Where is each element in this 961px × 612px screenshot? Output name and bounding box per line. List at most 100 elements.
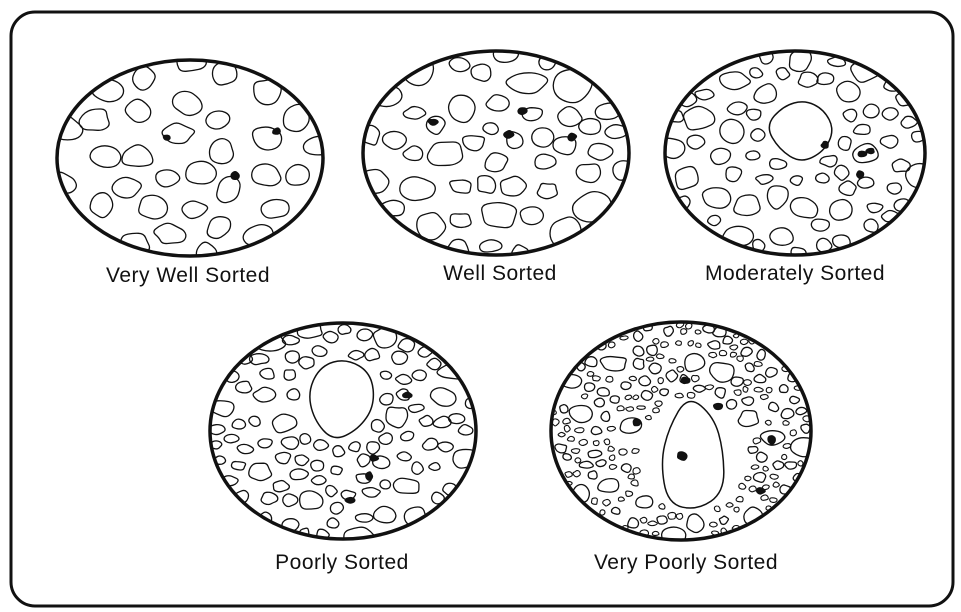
grain xyxy=(610,396,619,403)
grain xyxy=(677,367,684,373)
grain xyxy=(880,135,898,148)
sample-moderately-sorted xyxy=(658,48,936,258)
grain xyxy=(757,349,765,360)
grain xyxy=(594,398,604,407)
grain xyxy=(450,214,471,228)
grain xyxy=(412,370,426,381)
grain xyxy=(520,207,543,225)
grain xyxy=(608,342,615,348)
grain xyxy=(558,107,582,127)
grain xyxy=(575,458,581,463)
grain xyxy=(621,464,631,473)
grain xyxy=(427,358,441,369)
grain xyxy=(696,343,701,347)
grain xyxy=(790,396,800,403)
grain xyxy=(734,390,741,396)
grain xyxy=(217,176,240,202)
grain xyxy=(348,351,364,360)
grain xyxy=(843,109,857,122)
grain xyxy=(720,119,744,143)
grain xyxy=(619,449,627,455)
grain xyxy=(830,200,853,221)
grain xyxy=(726,503,733,507)
grain xyxy=(705,385,714,390)
grain xyxy=(295,455,309,466)
grain xyxy=(579,461,593,468)
grain xyxy=(327,518,339,528)
grain xyxy=(338,325,351,335)
grain xyxy=(224,434,239,442)
grain xyxy=(573,192,612,222)
grain xyxy=(252,164,281,186)
grain xyxy=(323,331,338,342)
grain xyxy=(708,341,720,349)
grain xyxy=(723,336,733,344)
grain xyxy=(412,462,424,474)
grain xyxy=(887,183,901,194)
grain xyxy=(702,188,730,209)
grain xyxy=(661,342,669,348)
grain xyxy=(597,388,609,396)
grain xyxy=(739,483,746,489)
grain xyxy=(588,143,613,160)
grain xyxy=(603,499,611,506)
grain xyxy=(785,462,797,469)
grain xyxy=(633,346,644,356)
grain xyxy=(237,444,253,453)
grain xyxy=(687,514,704,533)
grain xyxy=(371,420,384,433)
grain xyxy=(714,506,720,512)
grain xyxy=(609,455,615,460)
grain xyxy=(438,442,454,452)
grain xyxy=(379,433,393,444)
grain xyxy=(719,516,728,524)
grain xyxy=(380,394,393,405)
grain xyxy=(331,466,342,474)
grain xyxy=(403,146,423,161)
grain xyxy=(695,89,714,100)
grain xyxy=(659,504,665,510)
grain xyxy=(397,452,411,461)
grain xyxy=(639,376,651,386)
grain xyxy=(231,462,245,470)
grain xyxy=(711,148,731,164)
grain xyxy=(731,377,743,386)
grain xyxy=(382,131,406,149)
grain xyxy=(678,452,688,461)
grain xyxy=(756,175,773,185)
grain xyxy=(853,124,870,134)
grain xyxy=(426,116,445,134)
grain xyxy=(746,109,760,120)
grain xyxy=(710,522,718,527)
grain xyxy=(330,502,343,514)
grain xyxy=(708,215,721,225)
grain xyxy=(333,446,345,457)
grain xyxy=(608,446,614,451)
grain xyxy=(662,401,723,508)
grain xyxy=(628,474,634,479)
grain xyxy=(283,494,298,507)
grain xyxy=(486,95,509,111)
grain xyxy=(275,452,290,463)
grain xyxy=(261,492,278,504)
grain xyxy=(300,434,311,445)
grain xyxy=(652,531,659,535)
caption-well-sorted: Well Sorted xyxy=(443,262,557,286)
grain xyxy=(634,331,643,341)
grain xyxy=(285,351,299,363)
grain xyxy=(611,507,619,514)
grain xyxy=(748,447,758,454)
grain xyxy=(666,370,678,382)
grain xyxy=(766,387,772,392)
grain xyxy=(600,510,605,515)
grain xyxy=(593,441,599,446)
grain xyxy=(374,506,396,522)
grain xyxy=(838,136,851,150)
grain xyxy=(591,426,602,434)
grain xyxy=(668,512,676,519)
grain xyxy=(403,107,426,120)
grain xyxy=(669,359,676,363)
grain xyxy=(182,201,208,218)
grain xyxy=(751,465,759,469)
grain xyxy=(581,394,587,399)
